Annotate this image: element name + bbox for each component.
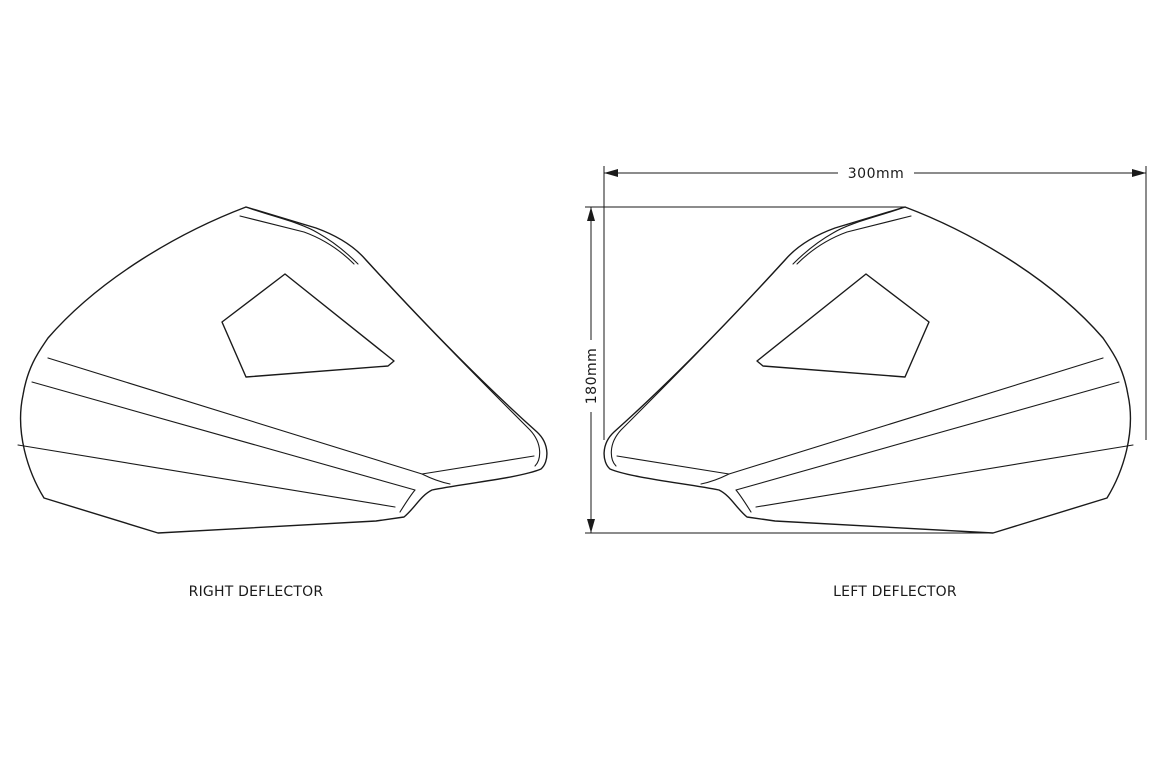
right-deflector-band-2	[31, 381, 416, 491]
right-deflector-top-edge-inner	[245, 206, 359, 265]
height-dimension: 180mm	[584, 206, 993, 534]
right-deflector-window	[221, 273, 395, 378]
left-deflector-band-3	[755, 444, 1134, 508]
right-deflector	[17, 206, 548, 534]
left-deflector-tip	[700, 473, 752, 513]
right-deflector-tip	[399, 473, 451, 513]
right-deflector-outline	[19, 206, 548, 534]
width-arrow-left	[604, 169, 618, 177]
left-deflector-top-edge-inner	[792, 206, 906, 265]
left-deflector-band-2	[735, 381, 1120, 491]
right-deflector-band-3	[17, 444, 396, 508]
left-deflector-top-edge	[796, 215, 912, 265]
right-deflector-top-edge	[239, 215, 355, 265]
width-arrow-right	[1132, 169, 1146, 177]
height-arrow-bottom	[587, 519, 595, 533]
left-deflector-outline	[603, 206, 1132, 534]
left-deflector	[603, 206, 1134, 534]
left-deflector-band-1	[616, 357, 1104, 475]
right-deflector-right-rim	[365, 259, 541, 467]
height-arrow-top	[587, 207, 595, 221]
right-deflector-band-1	[47, 357, 535, 475]
left-deflector-caption: LEFT DEFLECTOR	[833, 584, 957, 600]
height-label: 180mm	[584, 348, 600, 405]
width-dimension: 300mm	[603, 166, 1147, 440]
width-label: 300mm	[848, 166, 905, 182]
right-deflector-caption: RIGHT DEFLECTOR	[189, 584, 324, 600]
left-deflector-window	[756, 273, 930, 378]
left-deflector-left-rim	[610, 259, 786, 467]
